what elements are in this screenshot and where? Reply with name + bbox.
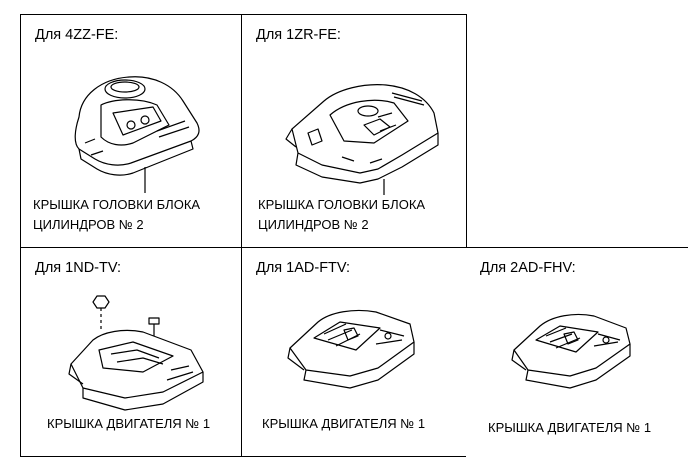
cell-title: Для 4ZZ-FE: (35, 27, 119, 43)
cell-caption: КРЫШКА ДВИГАТЕЛЯ № 1 (488, 420, 652, 435)
cell-caption: КРЫШКА ДВИГАТЕЛЯ № 1 (262, 416, 426, 431)
cell-caption: КРЫШКА ДВИГАТЕЛЯ № 1 (47, 416, 211, 431)
bolt-icon (148, 317, 160, 325)
cell-title: Для 1ND-TV: (35, 260, 122, 276)
cell-title: Для 1AD-FTV: (256, 260, 351, 276)
cell-1ad-ftv: Для 1AD-FTV: КРЫШКА ДВИГАТЕЛЯ № 1 (241, 247, 467, 457)
cell-title: Для 2AD-FHV: (480, 260, 576, 276)
cell-caption: КРЫШКА ГОЛОВКИ БЛОКА ЦИЛИНДРОВ № 2 (258, 197, 426, 232)
cell-title: Для 1ZR-FE: (256, 27, 341, 43)
cell-caption: КРЫШКА ГОЛОВКИ БЛОКА ЦИЛИНДРОВ № 2 (33, 197, 201, 232)
cylinder-head-cover-drawing (285, 84, 439, 195)
nut-icon (92, 295, 110, 309)
engine-cover-drawing (68, 295, 204, 411)
cell-2ad-fhv: Для 2AD-FHV: КРЫШКА ДВИГАТЕЛЯ № 1 (466, 247, 688, 457)
engine-cover-drawing (287, 309, 415, 389)
cell-1zr-fe: Для 1ZR-FE: КРЫШКА ГОЛОВКИ БЛОКА ЦИЛИНДР… (241, 14, 467, 248)
cell-1nd-tv: Для 1ND-TV: КРЫШКА ДВИГАТЕЛЯ № 1 (20, 247, 242, 457)
engine-cover-drawing (511, 313, 631, 389)
cell-4zz-fe: Для 4ZZ-FE: КРЫШКА ГОЛОВКИ БЛОКА ЦИЛИНДР… (20, 14, 242, 248)
cylinder-head-cover-drawing (74, 76, 200, 193)
